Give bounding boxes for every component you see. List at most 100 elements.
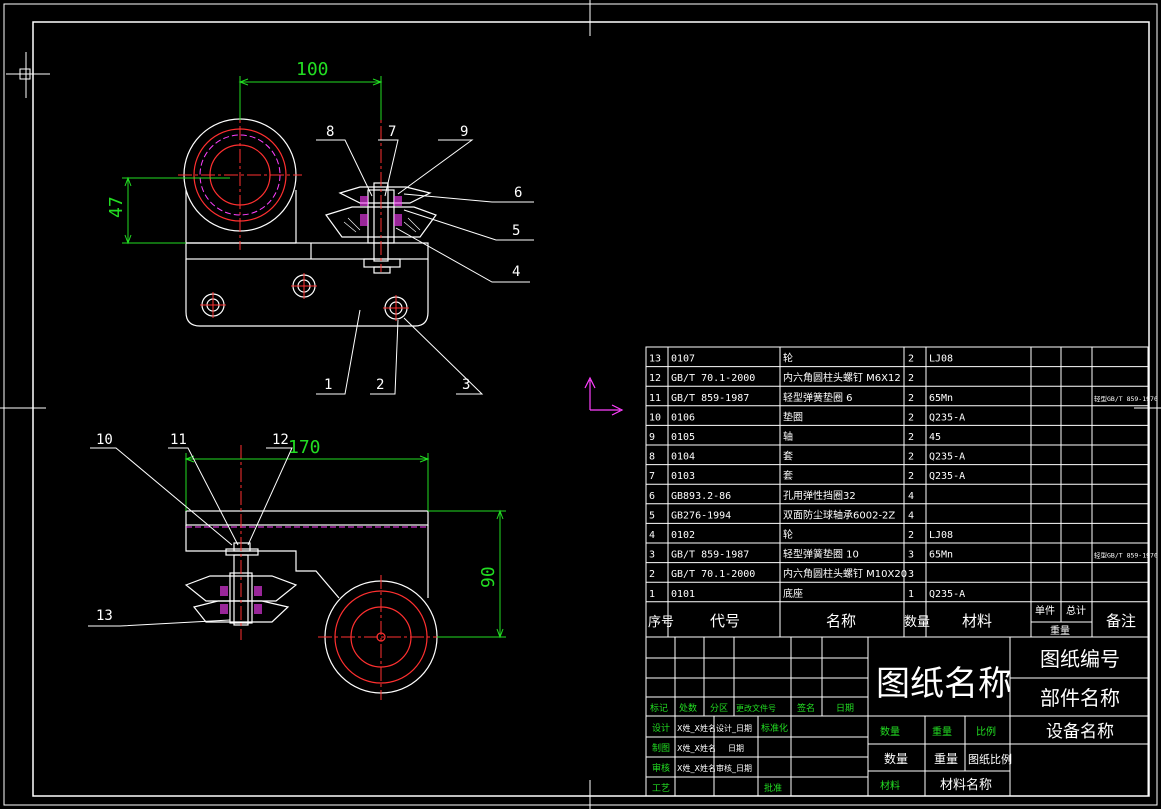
bom-header-note: 备注 bbox=[1106, 612, 1136, 630]
scale-value: 图纸比例 bbox=[968, 752, 1012, 766]
bom-cell-qty: 2 bbox=[908, 373, 914, 384]
role-process: 工艺 bbox=[652, 783, 670, 794]
balloon-7: 7 bbox=[388, 124, 396, 140]
bom-cell-qty: 3 bbox=[908, 569, 914, 580]
rev-mark: 标记 bbox=[650, 702, 668, 714]
bom-cell-code: GB/T 859-1987 bbox=[671, 393, 749, 404]
bom-cell-qty: 2 bbox=[908, 432, 914, 443]
bom-cell-qty: 2 bbox=[908, 412, 914, 423]
balloon-3: 3 bbox=[462, 377, 470, 393]
rev-sign: 签名 bbox=[797, 702, 815, 714]
dim-170: 170 bbox=[288, 437, 321, 458]
bom-cell-no: 5 bbox=[649, 510, 655, 521]
bom-cell-mat: LJ08 bbox=[929, 354, 953, 365]
title-block-grid bbox=[645, 636, 1149, 797]
rev-doc: 更改文件号 bbox=[736, 703, 776, 713]
bom-cell-mat: Q235-A bbox=[929, 412, 965, 423]
bom-header-code: 代号 bbox=[710, 612, 740, 630]
bom-cell-no: 1 bbox=[649, 589, 655, 600]
bom-cell-name: 垫圈 bbox=[783, 410, 803, 423]
balloon-1: 1 bbox=[324, 377, 332, 393]
front-view bbox=[88, 445, 506, 700]
bom-cell-mat: Q235-A bbox=[929, 589, 965, 600]
dim-47: 47 bbox=[106, 196, 127, 218]
role-drafting: 制图 bbox=[652, 742, 670, 754]
bom-cell-code: 0107 bbox=[671, 354, 695, 365]
bom-cell-code: 0103 bbox=[671, 471, 695, 482]
bom-cell-no: 10 bbox=[649, 412, 661, 423]
role-review: 审核 bbox=[652, 762, 670, 774]
sign-1a: X姓_X姓名 bbox=[677, 723, 716, 733]
rev-count: 处数 bbox=[679, 702, 697, 714]
dim-100: 100 bbox=[296, 59, 329, 80]
balloon-2: 2 bbox=[376, 377, 384, 393]
bom-header-weight: 重量 bbox=[1050, 624, 1070, 637]
balloon-10: 10 bbox=[96, 432, 113, 448]
bom-header-qty: 数量 bbox=[904, 615, 930, 630]
bom-cell-no: 12 bbox=[649, 373, 661, 384]
bom-cell-no: 8 bbox=[649, 452, 655, 463]
bom-cell-qty: 3 bbox=[908, 550, 914, 561]
bom-cell-name: 轮 bbox=[783, 352, 793, 365]
bom-cell-name: 内六角圆柱头螺钉 M6X12 bbox=[783, 371, 901, 384]
bom-cell-no: 9 bbox=[649, 432, 655, 443]
balloon-12: 12 bbox=[272, 432, 289, 448]
bom-cell-code: GB/T 70.1-2000 bbox=[671, 373, 755, 384]
bom-cell-qty: 2 bbox=[908, 393, 914, 404]
bom-header-total: 总计 bbox=[1066, 604, 1086, 617]
sign-1b: 设计_日期 bbox=[716, 723, 752, 733]
bom-cell-code: GB/T 859-1987 bbox=[671, 550, 749, 561]
bom-header-unit: 单件 bbox=[1035, 605, 1055, 617]
bom-cell-no: 6 bbox=[649, 491, 655, 502]
bom-cell-mat: 65Mn bbox=[929, 393, 953, 404]
bom-header-name: 名称 bbox=[826, 612, 856, 630]
bom-cell-code: 0105 bbox=[671, 432, 695, 443]
balloon-4: 4 bbox=[512, 264, 520, 280]
bom-cell-name: 轮 bbox=[783, 528, 793, 541]
bom-cell-no: 3 bbox=[649, 550, 655, 561]
material-value: 材料名称 bbox=[940, 777, 992, 793]
bom-cell-note: 轻型GB/T 859-1970 bbox=[1094, 551, 1158, 560]
drawing-number: 图纸编号 bbox=[1040, 647, 1120, 671]
bom-cell-qty: 2 bbox=[908, 354, 914, 365]
bom-cell-name: 孔用弹性挡圈32 bbox=[783, 489, 856, 502]
weight-label: 重量 bbox=[932, 725, 952, 738]
bom-cell-name: 底座 bbox=[783, 587, 803, 600]
bom-cell-name: 轻型弹簧垫圈 6 bbox=[783, 391, 853, 404]
bom-cell-note: 轻型GB/T 859-1970 bbox=[1094, 394, 1158, 403]
balloon-6: 6 bbox=[514, 185, 522, 201]
bom-cell-code: GB/T 70.1-2000 bbox=[671, 569, 755, 580]
bom-cell-qty: 2 bbox=[908, 452, 914, 463]
bom-cell-qty: 2 bbox=[908, 530, 914, 541]
drawing-name: 图纸名称 bbox=[876, 664, 1012, 704]
weight-value: 重量 bbox=[934, 752, 958, 766]
bom-header-no: 序号 bbox=[648, 615, 674, 630]
bom-cell-name: 轻型弹簧垫圈 10 bbox=[783, 548, 859, 561]
rev-zone: 分区 bbox=[710, 703, 728, 714]
bom-cell-no: 11 bbox=[649, 393, 661, 404]
equipment-name: 设备名称 bbox=[1046, 722, 1114, 742]
part-name: 部件名称 bbox=[1040, 686, 1120, 710]
scale-label: 比例 bbox=[976, 725, 996, 738]
ucs-icon bbox=[584, 376, 624, 416]
bom-cell-mat: LJ08 bbox=[929, 530, 953, 541]
role-design: 设计 bbox=[652, 722, 670, 734]
bom-cell-code: 0101 bbox=[671, 589, 695, 600]
bom-cell-no: 7 bbox=[649, 471, 655, 482]
qty-label: 数量 bbox=[880, 725, 900, 738]
balloon-8: 8 bbox=[326, 124, 334, 140]
bom-header: 序号 代号 名称 数量 材料 单件 总计 重量 备注 bbox=[648, 604, 1136, 637]
role-standard: 标准化 bbox=[761, 722, 788, 734]
bom-cell-code: 0106 bbox=[671, 412, 695, 423]
bom-cell-qty: 4 bbox=[908, 491, 914, 502]
sign-3a: X姓_X姓名 bbox=[677, 763, 716, 773]
bom-cell-name: 双面防尘球轴承6002-2Z bbox=[783, 508, 895, 521]
bom-cell-name: 套 bbox=[783, 450, 793, 463]
sign-2a: X姓_X姓名 bbox=[677, 743, 716, 753]
balloon-11: 11 bbox=[170, 432, 187, 448]
material-label: 材料 bbox=[880, 779, 900, 792]
balloon-13: 13 bbox=[96, 608, 113, 624]
balloon-5: 5 bbox=[512, 223, 520, 239]
